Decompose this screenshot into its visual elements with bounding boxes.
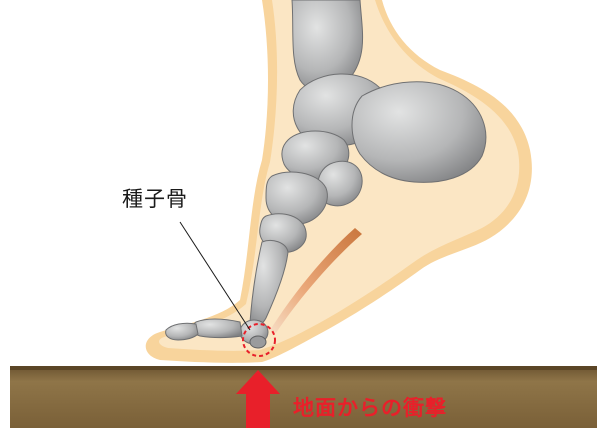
sesamoid-leader-line	[180, 222, 250, 330]
phalanx-bone-proximal	[193, 319, 242, 338]
sesamoid-label: 種子骨	[122, 183, 188, 213]
sesamoid-bone	[250, 336, 266, 348]
ground-top-edge	[10, 366, 597, 370]
impact-label: 地面からの衝撃	[293, 392, 447, 422]
phalanx-bone-distal	[166, 323, 198, 340]
